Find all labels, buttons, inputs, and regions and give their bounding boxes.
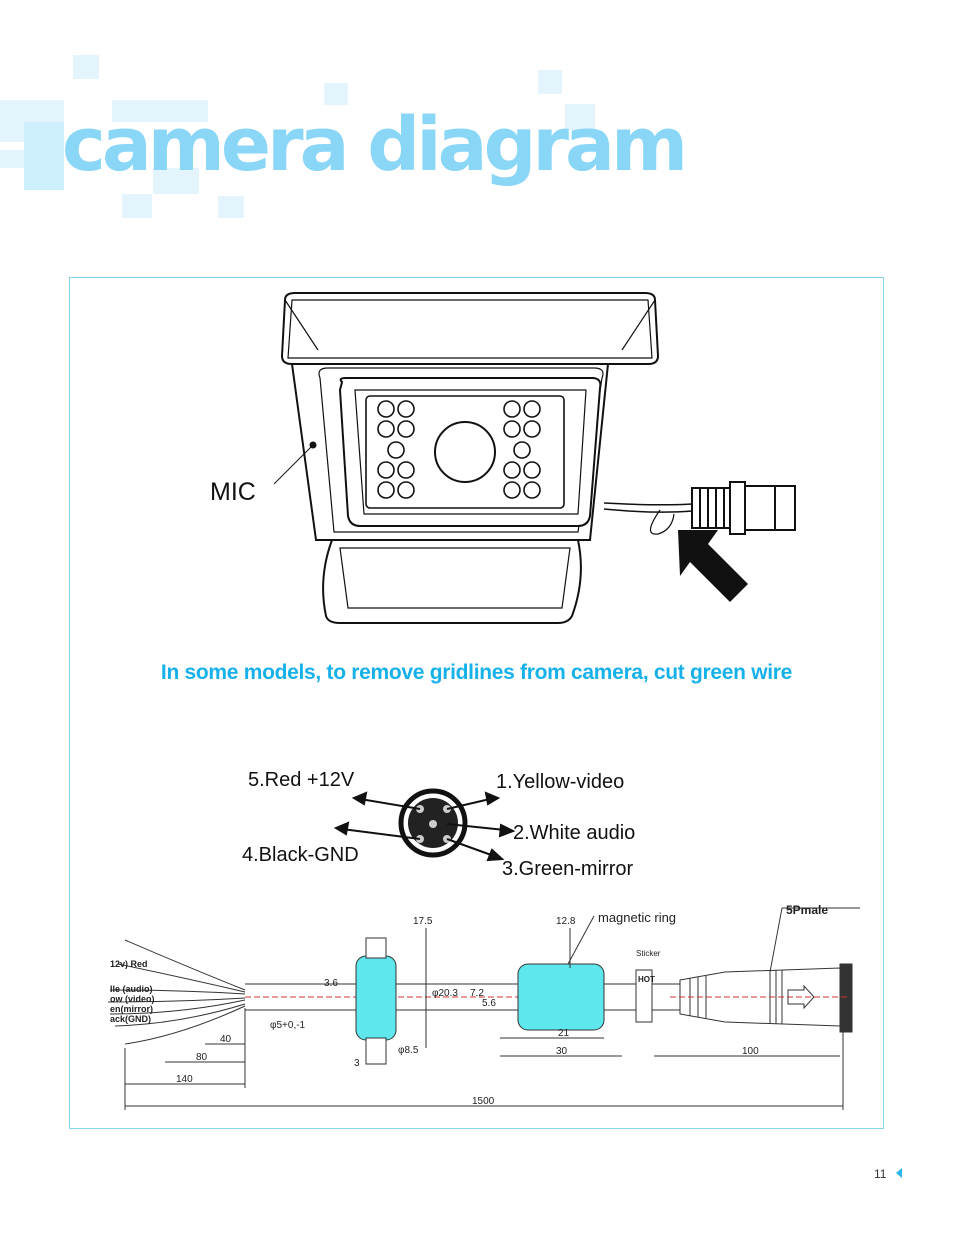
led-ring — [397, 420, 415, 438]
dim-3: 3 — [354, 1058, 360, 1069]
wire-label: ow (video) — [110, 994, 155, 1004]
dim-40: 40 — [220, 1034, 232, 1045]
led-ring — [377, 461, 395, 479]
dim-140: 140 — [176, 1074, 193, 1085]
gridline-note: In some models, to remove gridlines from… — [160, 661, 793, 684]
hot-label: HOT — [638, 975, 655, 984]
male-connector-label: 5Pmale — [786, 903, 828, 917]
camera-illustration: MIC — [210, 292, 796, 624]
dim-1500: 1500 — [472, 1096, 495, 1107]
arrow-icon — [678, 530, 748, 602]
dim-100: 100 — [742, 1046, 759, 1057]
dim-17-5: 17.5 — [413, 916, 433, 927]
wire-label: lle (audio) — [110, 984, 153, 994]
led-ring — [377, 400, 395, 418]
wire-label: en(mirror) — [110, 1004, 153, 1014]
led-ring — [377, 481, 395, 499]
led-ring — [377, 420, 395, 438]
led-ring — [397, 481, 415, 499]
led-ring — [503, 420, 521, 438]
led-ring — [387, 441, 405, 459]
led-ring — [503, 461, 521, 479]
page-arrow-icon — [896, 1168, 902, 1178]
dim-8-5: φ8.5 — [398, 1045, 419, 1056]
dim-5-6: 5.6 — [482, 998, 496, 1009]
led-ring — [503, 400, 521, 418]
dim-30: 30 — [556, 1046, 568, 1057]
cable-drawing: magnetic ring 5Pmale Sticker HOT 12v) Re… — [107, 903, 860, 1110]
dim-5: φ5+0,-1 — [270, 1020, 306, 1031]
led-ring — [397, 400, 415, 418]
dim-7-2: 7.2 — [470, 988, 484, 999]
diagram-frame: MIC In some models, to remove gridlines … — [69, 277, 884, 1129]
pin-2-label: 2.White audio — [513, 822, 635, 844]
led-ring — [523, 400, 541, 418]
dim-20: φ20.3 — [432, 988, 458, 999]
led-ring — [513, 441, 531, 459]
page-title: camera diagram — [62, 102, 688, 188]
led-ring — [523, 420, 541, 438]
pin-5-label: 5.Red +12V — [248, 769, 355, 791]
pinout-diagram: 5.Red +12V 1.Yellow-video 4.Black-GND 2.… — [242, 769, 635, 880]
dim-21: 21 — [558, 1028, 570, 1039]
pin-1-label: 1.Yellow-video — [496, 771, 624, 793]
mic-label: MIC — [210, 478, 256, 506]
pin-4-label: 4.Black-GND — [242, 844, 359, 866]
magnetic-ring-label: magnetic ring — [598, 910, 676, 925]
dim-3-6: 3.6 — [324, 978, 338, 989]
led-ring — [397, 461, 415, 479]
sticker-label: Sticker — [636, 949, 661, 958]
led-ring — [503, 481, 521, 499]
led-ring — [523, 481, 541, 499]
wire-label: ack(GND) — [110, 1014, 151, 1024]
pin-3-label: 3.Green-mirror — [502, 858, 633, 880]
dim-80: 80 — [196, 1052, 208, 1063]
led-ring — [523, 461, 541, 479]
wire-label: 12v) Red — [110, 959, 148, 969]
dim-12-8: 12.8 — [556, 916, 576, 927]
page-number: 11 — [874, 1167, 887, 1181]
